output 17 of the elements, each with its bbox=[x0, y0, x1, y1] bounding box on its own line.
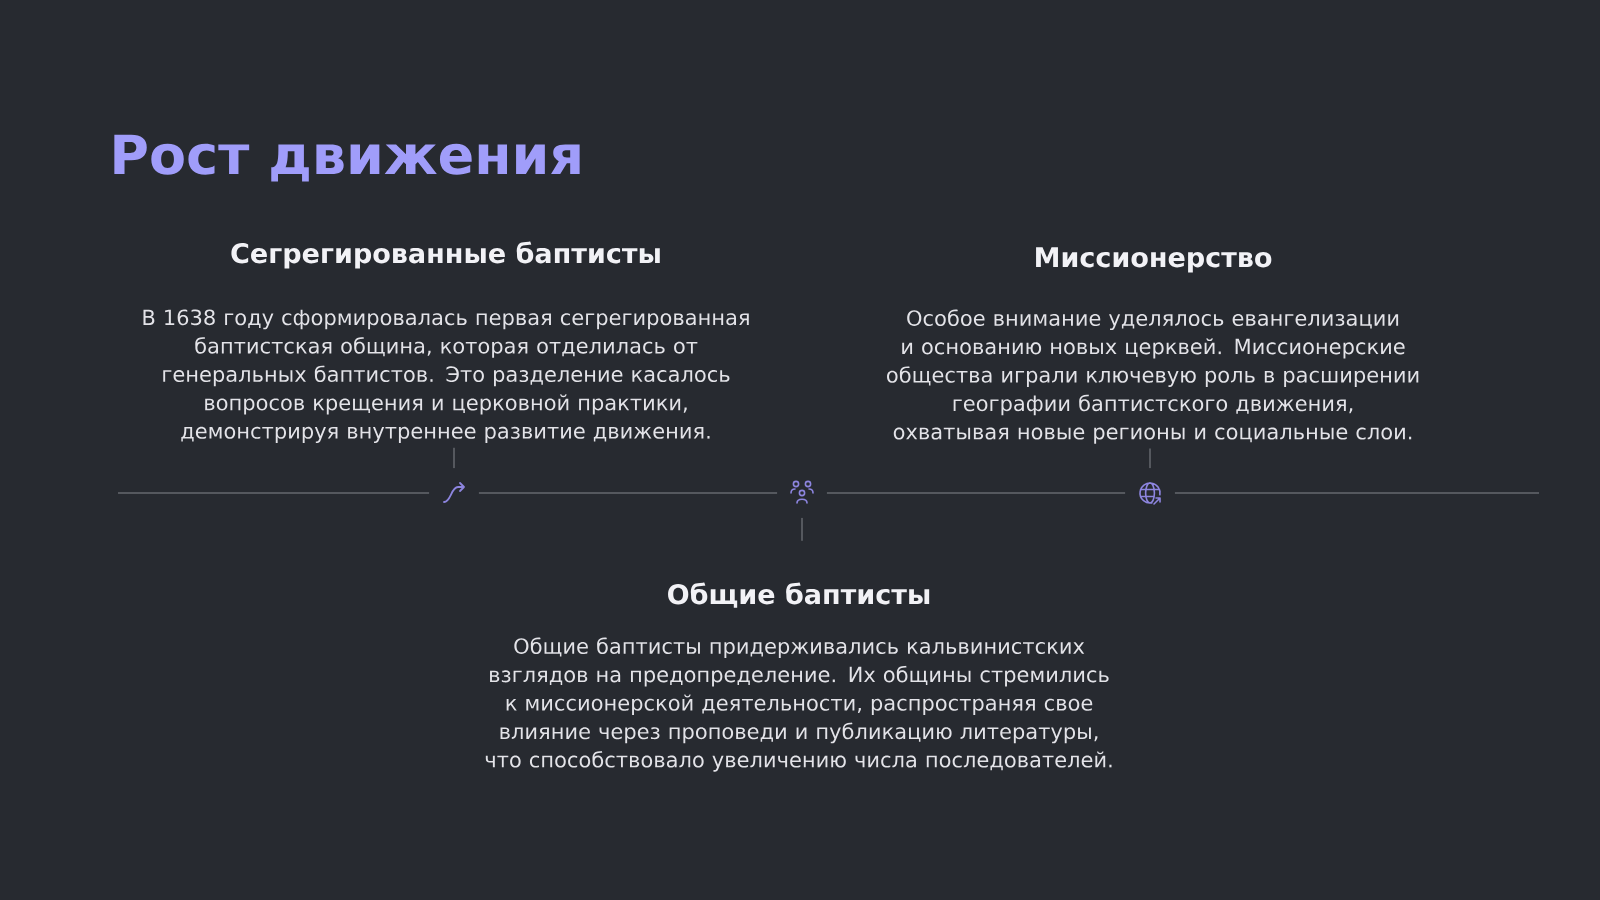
heading: Миссионерство bbox=[1036, 247, 1272, 273]
body-text: В 1638 году сформировалась первая сегрегированная баптистская община, которая отделилась от генеральных баптистов. Это разделение касалось вопросов крещения и церковной практики, демонстрируя внутреннее развитие движения. bbox=[143, 309, 749, 443]
body-text: Особое внимание уделялось евангелизации и основанию новых церквей. Миссионерские общества играли ключевую роль в расширении географии баптистского движения, охватывая новые регионы и социальные слои. bbox=[887, 309, 1419, 444]
globe-icon bbox=[1139, 482, 1161, 505]
title: Рост движения bbox=[114, 134, 580, 182]
curved-arrow-icon bbox=[443, 482, 465, 503]
connector-line bbox=[453, 446, 455, 470]
timeline-line bbox=[117, 492, 431, 494]
body-text: Общие баптисты придерживались кальвинистских взглядов на предопределение. Их общины стремились к миссионерской деятельности, распространяя свое влияние через проповеди и публикацию литературы, что способствовало увеличению числа последователей. bbox=[485, 637, 1112, 772]
connector-line bbox=[801, 516, 803, 542]
timeline-line bbox=[825, 492, 1127, 494]
timeline-line bbox=[477, 492, 779, 494]
connector-line bbox=[1149, 447, 1151, 470]
timeline-line bbox=[1173, 492, 1540, 494]
heading: Сегрегированные баптисты bbox=[231, 241, 660, 269]
people-icon bbox=[790, 480, 814, 504]
heading: Общие баптисты bbox=[668, 582, 930, 608]
